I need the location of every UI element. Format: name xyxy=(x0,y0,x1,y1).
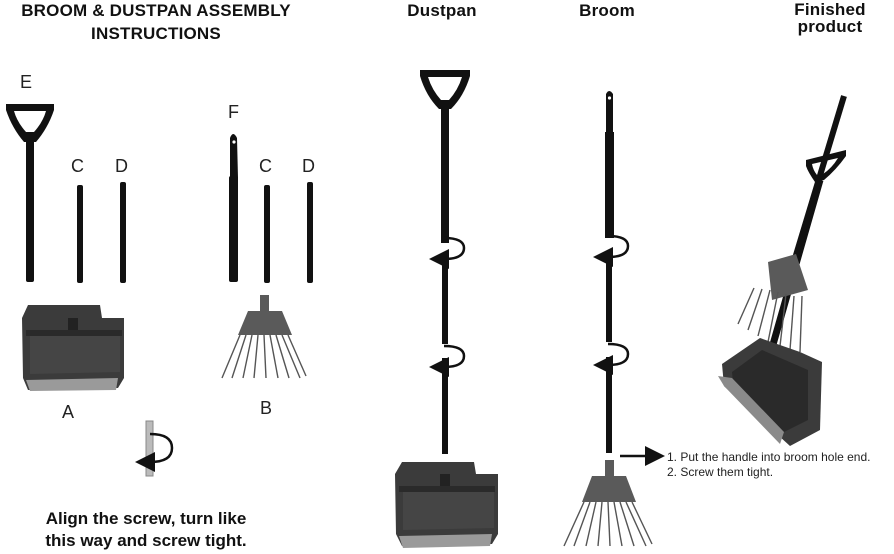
broom-assembly-diagram xyxy=(563,91,665,547)
part-label-e: E xyxy=(20,72,33,92)
part-f-pole xyxy=(229,134,238,282)
part-label-b: B xyxy=(260,398,273,418)
screw-turn-illustration xyxy=(135,420,174,477)
finished-title: Finished product xyxy=(770,1,890,35)
part-label-d-left: D xyxy=(115,156,128,176)
part-d-left-pole xyxy=(120,182,126,283)
alignment-caption: Align the screw, turn like this way and … xyxy=(8,508,284,552)
part-b-broom-head xyxy=(221,295,307,379)
alignment-caption-line2: this way and screw tight. xyxy=(45,531,247,550)
part-e-dgrip-handle xyxy=(6,104,54,282)
broom-title: Broom xyxy=(579,1,635,20)
part-a-dustpan xyxy=(22,305,124,391)
part-c-right-pole xyxy=(264,185,270,283)
instruction-step-1: 1. Put the handle into broom hole end. xyxy=(667,450,871,464)
dustpan-title: Dustpan xyxy=(407,1,477,20)
part-label-d-right: D xyxy=(302,156,315,176)
dustpan-assembly-diagram xyxy=(395,70,498,548)
finished-title-line2: product xyxy=(797,17,863,36)
part-label-c-right: C xyxy=(259,156,272,176)
part-d-right-pole xyxy=(307,182,313,283)
assembly-title-line2: INSTRUCTIONS xyxy=(91,24,221,43)
instruction-step-2: 2. Screw them tight. xyxy=(667,465,774,479)
assembly-title-line1: BROOM & DUSTPAN ASSEMBLY xyxy=(21,1,291,20)
instruction-list: 1. Put the handle into broom hole end. 2… xyxy=(667,450,870,480)
finished-product-illustration xyxy=(718,95,847,446)
part-label-a: A xyxy=(62,402,75,422)
alignment-caption-line1: Align the screw, turn like xyxy=(45,509,247,528)
part-label-f: F xyxy=(228,102,239,122)
finished-title-line1: Finished xyxy=(794,0,866,19)
assembly-title: BROOM & DUSTPAN ASSEMBLY INSTRUCTIONS xyxy=(0,1,312,44)
part-label-c-left: C xyxy=(71,156,84,176)
part-c-left-pole xyxy=(77,185,83,283)
